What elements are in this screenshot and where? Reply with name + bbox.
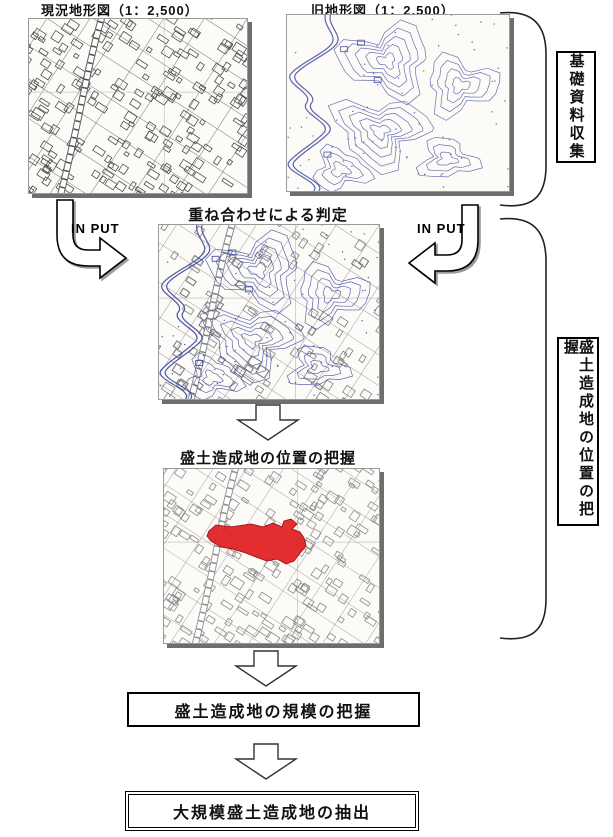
input-arrow-right	[407, 204, 479, 285]
down-arrow-2	[234, 650, 298, 687]
stage-label-collect: 基礎資料収集	[556, 51, 596, 163]
scale-box: 盛土造成地の規模の把握	[127, 692, 420, 727]
overlay-map-image	[158, 224, 380, 400]
current-map-image	[28, 18, 248, 194]
input-label-left: IN PUT	[71, 221, 120, 236]
embankment-highlight	[206, 518, 307, 565]
input-label-right: IN PUT	[417, 221, 466, 236]
location-map-image	[163, 468, 380, 644]
input-arrow-left	[56, 199, 128, 280]
down-arrow-1	[236, 404, 300, 441]
current-map-title: 現況地形図（1：2,500）	[41, 3, 199, 18]
locate-bracket	[499, 217, 547, 640]
stage-label-locate: 盛土造成地の位置の把握	[557, 337, 599, 526]
location-map-title: 盛土造成地の位置の把握	[179, 450, 356, 467]
down-arrow-3	[234, 743, 298, 780]
collect-bracket	[499, 11, 547, 207]
overlay-map-title: 重ね合わせによる判定	[188, 207, 348, 224]
extract-box: 大規模盛土造成地の抽出	[125, 791, 419, 831]
old-map-image	[286, 14, 510, 192]
